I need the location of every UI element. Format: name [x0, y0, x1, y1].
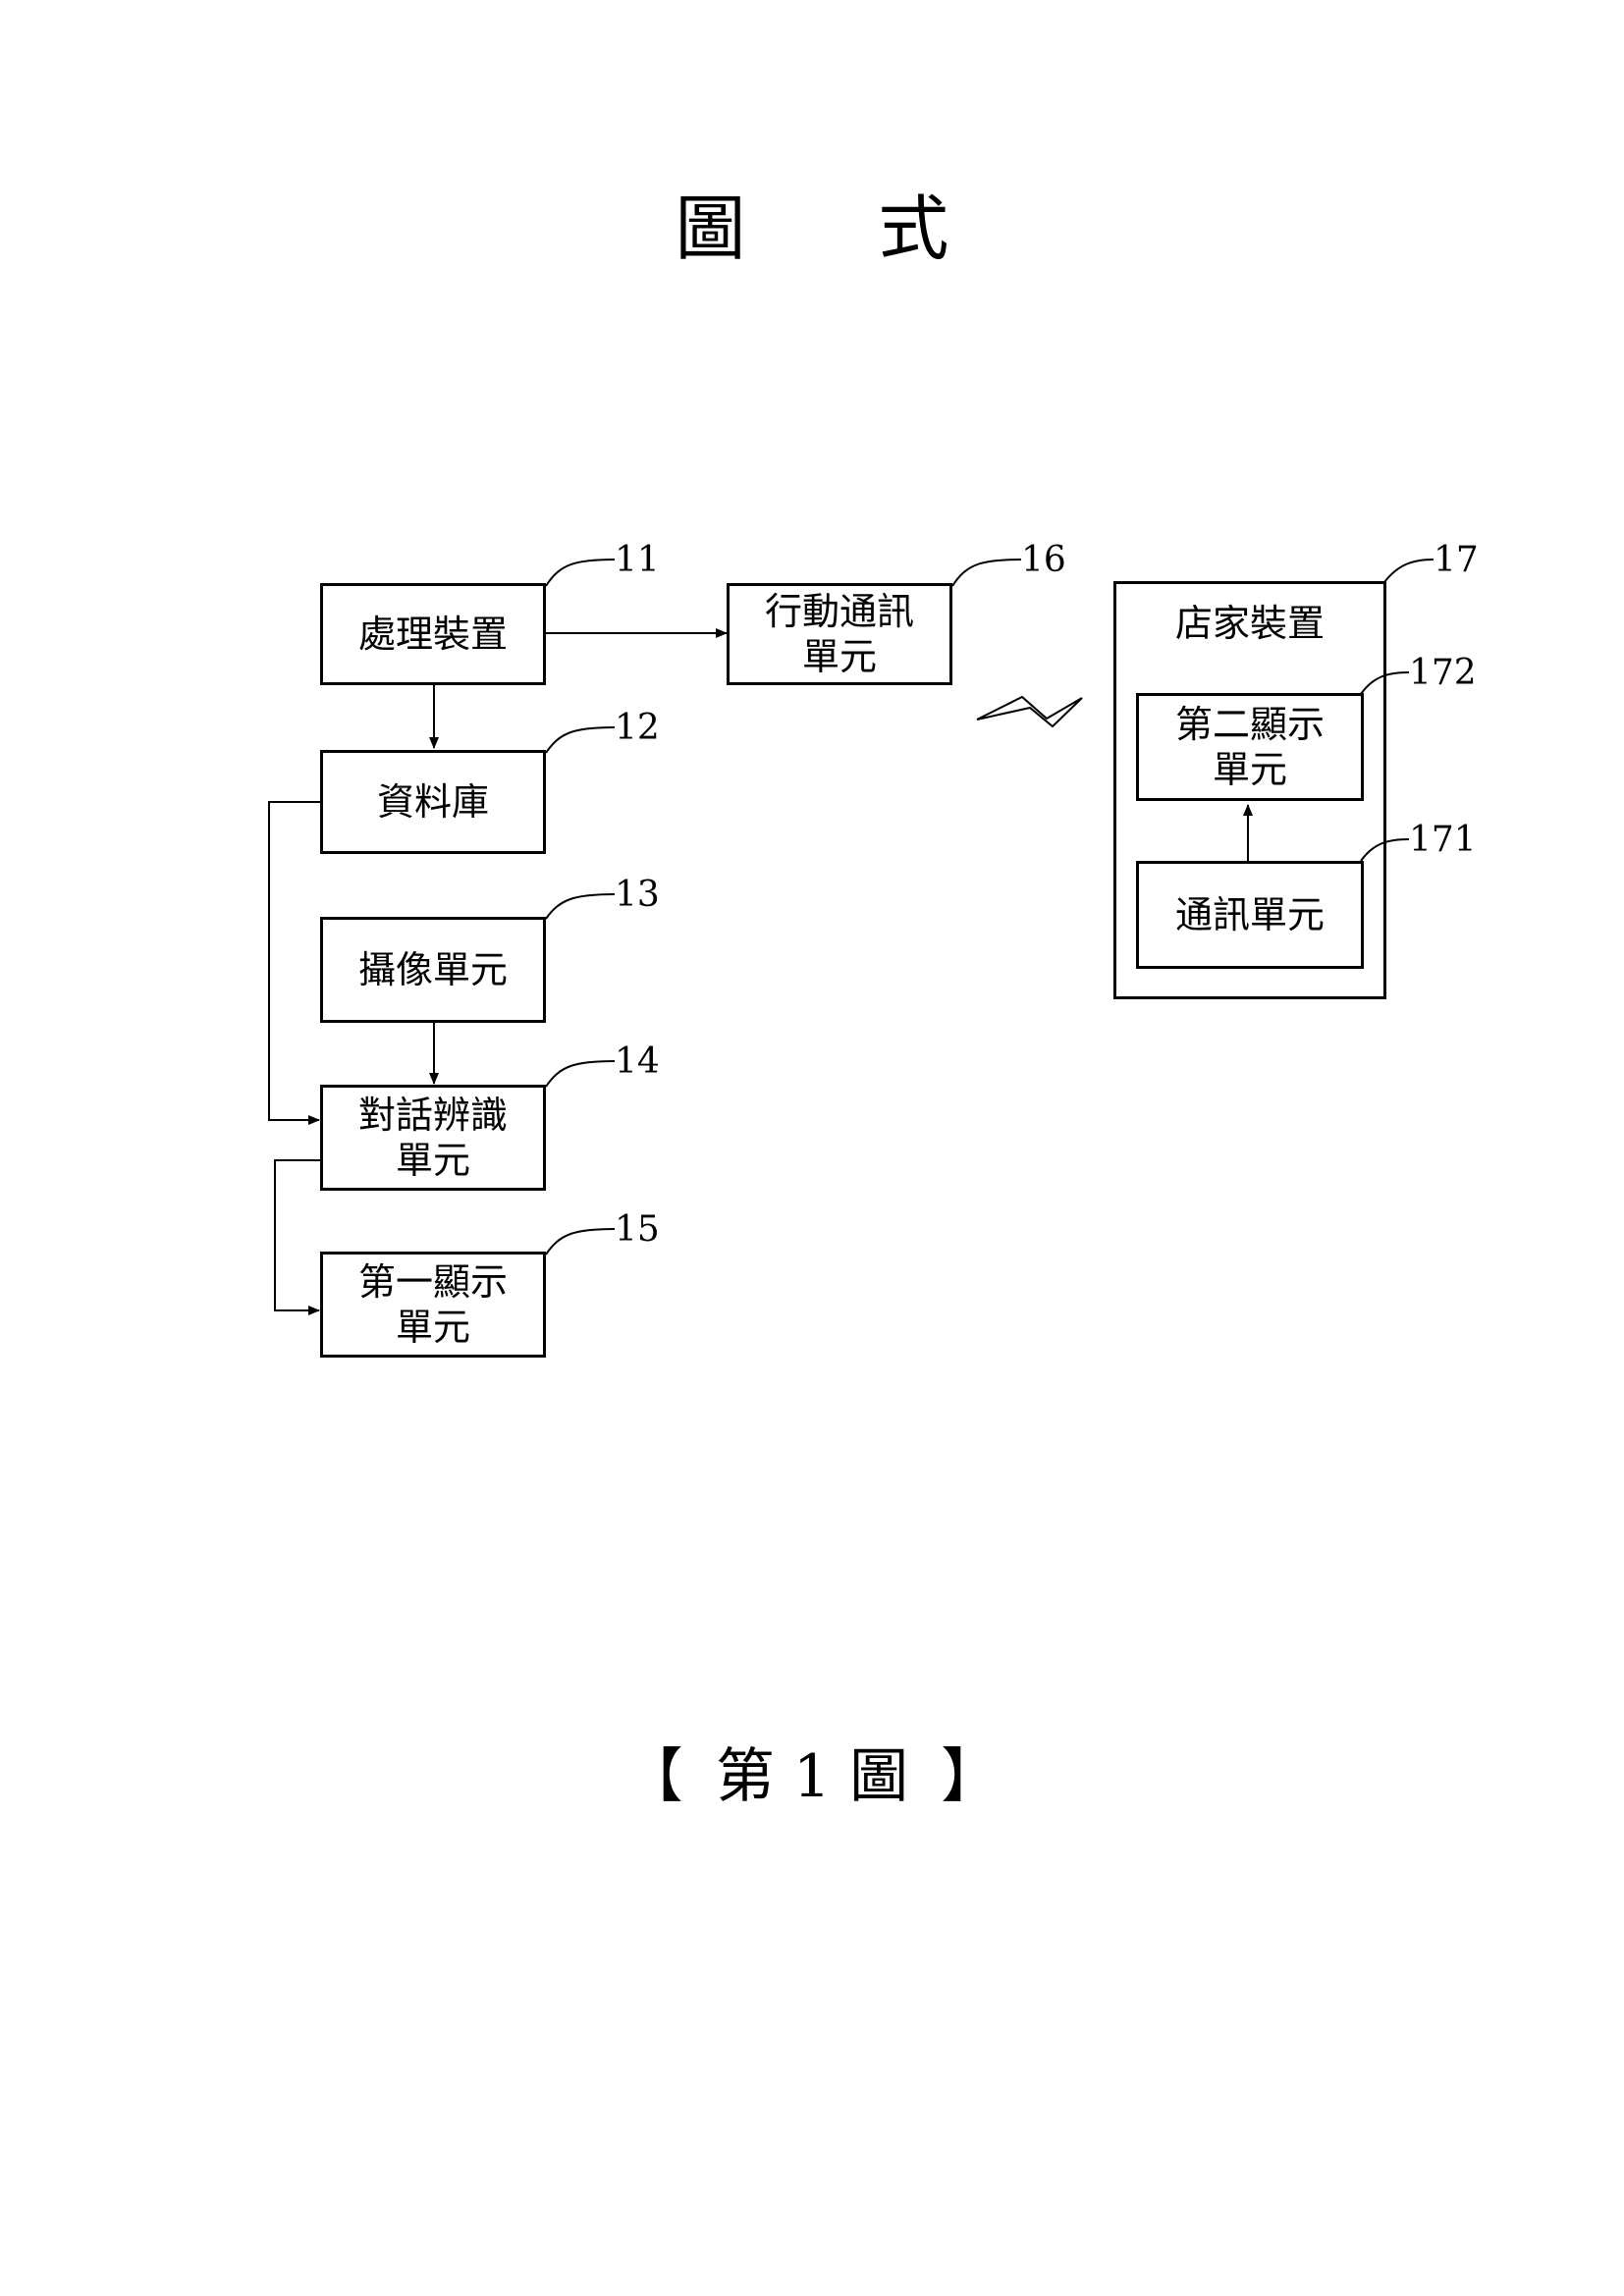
- dialog-recognition-unit-label: 對話辨識單元: [357, 1094, 508, 1182]
- comm-unit-box: 通訊單元: [1136, 861, 1364, 969]
- ref-14: 14: [615, 1041, 660, 1082]
- ref-11: 11: [615, 540, 660, 580]
- comm-unit-label: 通訊單元: [1174, 893, 1325, 936]
- camera-unit-label: 攝像單元: [357, 948, 508, 991]
- wireless-link-icon: [976, 695, 1083, 728]
- ref-13: 13: [615, 875, 660, 915]
- ref-172: 172: [1409, 653, 1477, 693]
- edge-dialog-to-first-display: [274, 1159, 320, 1315]
- edge-database-to-dialog: [268, 801, 320, 1125]
- leader-171: [1360, 838, 1410, 862]
- leader-11: [545, 559, 616, 587]
- first-display-unit-box: 第一顯示單元: [320, 1252, 546, 1358]
- leader-17: [1383, 559, 1435, 583]
- leader-172: [1360, 671, 1410, 695]
- second-display-unit-label: 第二顯示單元: [1174, 703, 1325, 791]
- figure-caption: 【 第 1 圖 】: [0, 1737, 1624, 1816]
- page-title: 圖 式: [675, 187, 1004, 270]
- processing-device-label: 處理裝置: [357, 613, 508, 656]
- leader-12: [545, 726, 616, 754]
- store-device-box: [1113, 581, 1386, 999]
- leader-15: [545, 1228, 616, 1255]
- database-box: 資料庫: [320, 750, 546, 854]
- ref-17: 17: [1434, 540, 1479, 580]
- store-device-label: 店家裝置: [1174, 602, 1325, 645]
- leader-13: [545, 893, 616, 920]
- first-display-unit-label: 第一顯示單元: [357, 1260, 508, 1349]
- ref-16: 16: [1021, 540, 1066, 580]
- caption-close-bracket: 】: [941, 1742, 1001, 1811]
- ref-12: 12: [615, 708, 660, 748]
- mobile-comm-unit-box: 行動通訊單元: [727, 583, 952, 685]
- database-label: 資料庫: [376, 780, 489, 824]
- ref-171: 171: [1409, 820, 1477, 860]
- dialog-recognition-unit-box: 對話辨識單元: [320, 1085, 546, 1191]
- mobile-comm-unit-label: 行動通訊單元: [764, 590, 914, 678]
- caption-text: 第 1 圖: [715, 1742, 909, 1811]
- leader-14: [545, 1060, 616, 1088]
- camera-unit-box: 攝像單元: [320, 917, 546, 1023]
- leader-16: [951, 559, 1022, 587]
- second-display-unit-box: 第二顯示單元: [1136, 693, 1364, 801]
- ref-15: 15: [615, 1209, 660, 1250]
- caption-open-bracket: 【: [623, 1742, 683, 1811]
- processing-device-box: 處理裝置: [320, 583, 546, 685]
